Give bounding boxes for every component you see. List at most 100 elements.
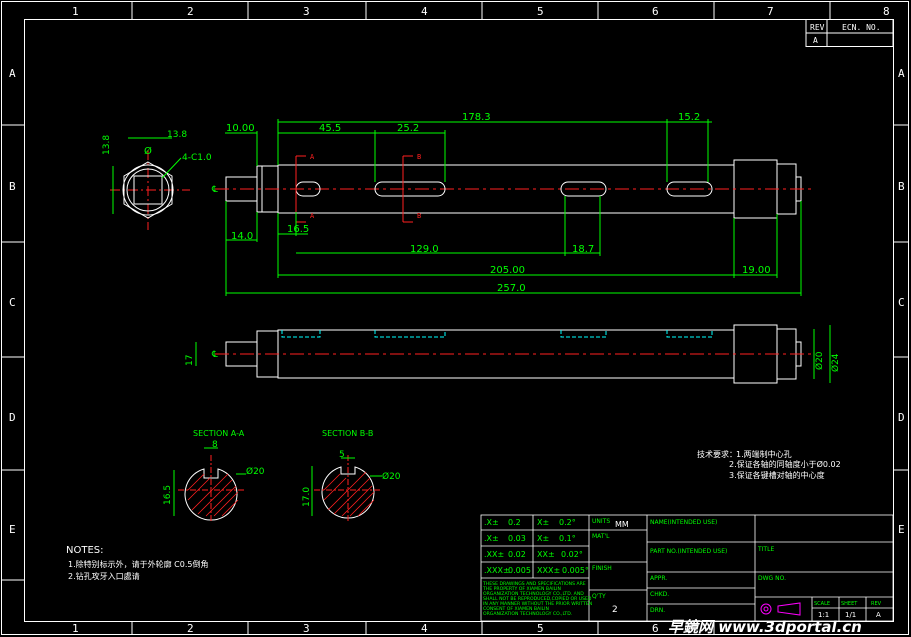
dim-45-5: 45.5 — [319, 123, 341, 134]
tech-requirements: 技术要求： 1.两端制中心孔 2.保证各轴的同轴度小于Ø0.02 3.保证各键槽… — [697, 449, 841, 480]
notes-title: NOTES: — [66, 545, 104, 556]
top-view-dimension-lines — [225, 119, 802, 296]
col-label-6: 6 — [652, 5, 659, 18]
side-view-dimensions — [195, 325, 831, 383]
tolerance-table: .X± 0.2 X± 0.2° .X± 0.03 X± 0.1° .XX± 0.… — [484, 518, 589, 575]
dwg-no-label: DWG NO. — [758, 575, 786, 582]
dim-15-2: 15.2 — [678, 112, 700, 123]
section-b-width: 5 — [339, 450, 345, 460]
tech-req-item-3: 3.保证各键槽对轴的中心度 — [729, 470, 825, 480]
tol-row-3-bv: 0.02° — [561, 550, 583, 559]
col-label-4: 4 — [421, 5, 428, 18]
section-marker-labels: A A B B — [310, 153, 421, 220]
disclaimer-line-4: SHALL NOT BE REPRODUCED,COPIED OR USED — [483, 596, 592, 602]
section-b-b: SECTION B-B 5 17.0 Ø20 — [302, 429, 401, 522]
section-a-top: A — [310, 153, 315, 161]
tol-row-1-b: X± — [537, 518, 549, 527]
side-view-keyway-hidden — [281, 330, 713, 338]
disclaimer-line-5: IN ANY MANNER WITHOUT THE PRIOR WRITTEN — [483, 601, 592, 607]
end-dim-13-8-vertical: 13.8 — [102, 135, 112, 155]
disclaimer-line-1: THESE DRAWINGS AND SPECIFICATIONS ARE — [482, 581, 586, 587]
disclaimer-line-2: THE PROPERTY OF XIAMEN BAILIN — [482, 586, 561, 592]
units-value: MM — [615, 520, 629, 529]
watermark: 早鏡网 www.3dportal.cn — [668, 618, 862, 636]
drn-label: DRN. — [650, 607, 665, 614]
qty-label: Q'TY — [592, 593, 606, 600]
tol-row-4-bv: 0.005° — [562, 566, 589, 575]
side-view-cl-mark: ℄ — [211, 350, 218, 360]
title-block-labels: UNITS MM MAT'L FINISH Q'TY 2 NAME(INTEND… — [592, 518, 882, 619]
tol-row-2-b: X± — [537, 534, 549, 543]
disclaimer-line-7: ORGANIZATION TECHNOLOGY CO.,LTD. — [483, 611, 572, 617]
finish-label: FINISH — [592, 565, 612, 572]
row-label-e: E — [9, 523, 16, 536]
rev-block: REV ECN. NO. A — [805, 19, 894, 47]
rev-value: A — [813, 36, 818, 45]
tech-req-item-1: 1.两端制中心孔 — [736, 449, 792, 459]
end-dim-13-8: 13.8 — [167, 130, 187, 140]
col-label-6b: 6 — [652, 622, 659, 635]
title-block-grid — [480, 514, 894, 622]
tol-row-4-a: .XXX± — [484, 566, 510, 575]
matl-label: MAT'L — [592, 533, 610, 540]
chkd-label: CHKD. — [650, 591, 669, 598]
tol-row-3-a: .XX± — [484, 550, 504, 559]
row-label-d-r: D — [898, 411, 905, 424]
col-label-3b: 3 — [303, 622, 310, 635]
row-label-a: A — [9, 67, 16, 80]
tol-row-2-av: 0.03 — [508, 534, 526, 543]
dim-16-5: 16.5 — [287, 224, 309, 235]
name-intended-use: NAME(INTENDED USE) — [650, 519, 717, 526]
dim-10-00: 10.00 — [226, 123, 255, 134]
section-a-bottom: A — [310, 212, 315, 220]
section-markers — [295, 155, 413, 223]
col-label-4b: 4 — [421, 622, 428, 635]
row-label-e-r: E — [898, 523, 905, 536]
section-b-depth: 17.0 — [302, 487, 312, 507]
col-label-2: 2 — [187, 5, 194, 18]
col-label-8: 8 — [883, 5, 890, 18]
tol-row-1-a: .X± — [484, 518, 499, 527]
col-label-1b: 1 — [72, 622, 79, 635]
sheet-value: 1/1 — [845, 611, 856, 619]
end-dia-symbol: Ø — [144, 145, 152, 157]
tol-row-1-bv: 0.2° — [559, 518, 576, 527]
col-label-5b: 5 — [537, 622, 544, 635]
row-label-c-r: C — [898, 296, 905, 309]
scale-value: 1:1 — [818, 611, 829, 619]
qty-value: 2 — [612, 605, 618, 615]
row-label-b-r: B — [898, 180, 905, 193]
dim-205-00: 205.00 — [490, 265, 525, 276]
tol-row-1-av: 0.2 — [508, 518, 521, 527]
dim-129-0: 129.0 — [410, 244, 439, 255]
side-dim-17: 17 — [185, 355, 195, 366]
tol-row-4-b: XXX± — [537, 566, 560, 575]
side-dim-24: Ø24 — [830, 353, 841, 372]
scale-label: SCALE — [814, 601, 830, 607]
section-b-bottom: B — [417, 212, 421, 220]
sheet-label: SHEET — [841, 601, 858, 607]
section-b-dia: Ø20 — [382, 471, 401, 482]
col-label-5: 5 — [537, 5, 544, 18]
end-chamfer-label: 4-C1.0 — [182, 153, 212, 163]
dim-25-2: 25.2 — [397, 123, 419, 134]
col-label-3: 3 — [303, 5, 310, 18]
notes: NOTES: 1.除特别标示外，请于外轮廓 C0.5倒角 2.钻孔攻牙入口處请 — [66, 545, 208, 581]
tol-row-3-av: 0.02 — [508, 550, 526, 559]
section-b-top: B — [417, 153, 421, 161]
top-view-keyways — [295, 181, 713, 197]
disclaimer-line-3: ORGANIZATION TECHNOLOGY CO.,LTD. AND — [483, 591, 584, 597]
rev-label: REV — [810, 23, 825, 32]
tol-row-4-av: 0.005 — [508, 566, 531, 575]
disclaimer-line-6: CONSENT OF XIAMEN BAILIN — [483, 606, 549, 612]
row-label-d: D — [9, 411, 16, 424]
tech-req-item-2: 2.保证各轴的同轴度小于Ø0.02 — [729, 459, 841, 469]
title-label: TITLE — [757, 546, 774, 553]
tol-row-3-b: XX± — [537, 550, 555, 559]
section-a-title: SECTION A-A — [193, 429, 245, 438]
section-a-width: 8 — [212, 440, 218, 450]
row-label-c: C — [9, 296, 16, 309]
